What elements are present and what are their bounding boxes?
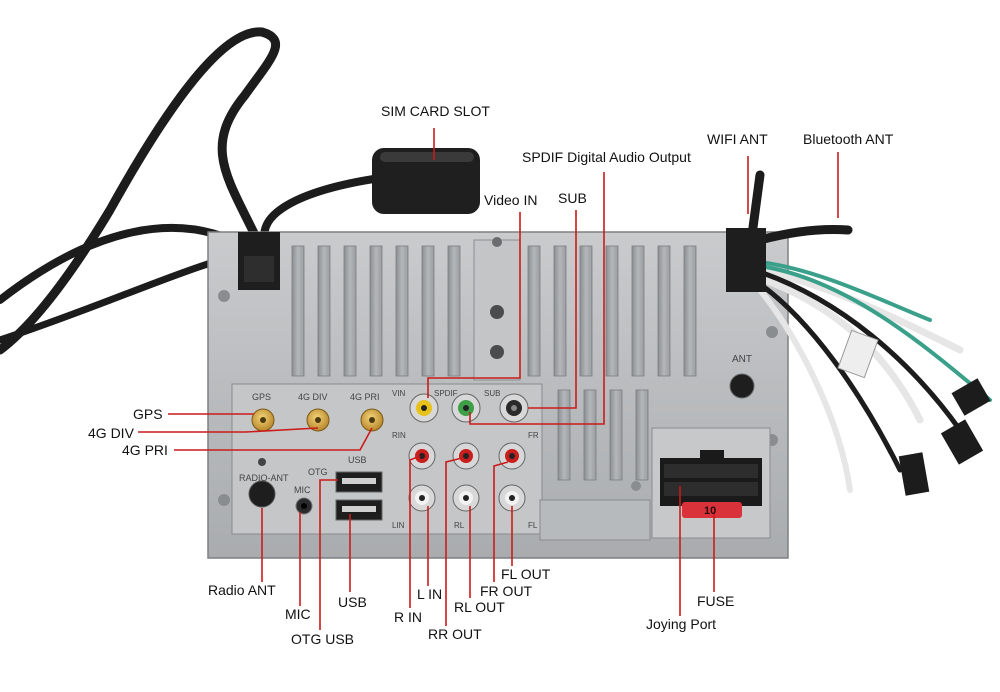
- print-otg: OTG: [308, 467, 328, 477]
- label-gps: GPS: [133, 406, 163, 422]
- label-4g-div: 4G DIV: [88, 425, 134, 441]
- 4g-pri-socket: [360, 408, 384, 432]
- leader-lines: [138, 128, 839, 630]
- label-spdif: SPDIF Digital Audio Output: [522, 149, 691, 165]
- print-4g-pri: 4G PRI: [350, 392, 380, 402]
- label-video-in: Video IN: [484, 192, 538, 208]
- label-l-in: L IN: [417, 586, 443, 602]
- 4g-div-socket: [306, 408, 330, 432]
- print-usb: USB: [348, 455, 367, 465]
- rca-jacks: [408, 393, 529, 512]
- label-radio-ant: Radio ANT: [208, 582, 276, 598]
- label-rl-out: RL OUT: [454, 599, 505, 615]
- wire-plugs-right: [837, 329, 991, 496]
- print-sub: SUB: [484, 389, 501, 398]
- label-fr-out: FR OUT: [480, 583, 533, 599]
- label-usb: USB: [338, 594, 367, 610]
- antenna-clamp-right: [726, 228, 766, 292]
- label-4g-pri: 4G PRI: [122, 442, 168, 458]
- print-spdif: SPDIF: [434, 389, 458, 398]
- otg-usb-socket: [335, 471, 383, 493]
- print-gps: GPS: [252, 392, 272, 402]
- print-radio-ant: RADIO-ANT: [239, 473, 289, 483]
- label-mic: MIC: [285, 606, 311, 622]
- print-fuse-value: 10: [704, 505, 717, 517]
- fuse: [682, 502, 742, 518]
- mic-socket: [295, 497, 313, 515]
- print-ant: ANT: [732, 354, 752, 365]
- label-wifi-ant: WIFI ANT: [707, 131, 768, 147]
- label-bluetooth-ant: Bluetooth ANT: [803, 131, 894, 147]
- label-otg-usb: OTG USB: [291, 631, 355, 647]
- rca-sub: [499, 393, 529, 423]
- antenna-cables-right: [747, 170, 992, 493]
- rca-fr-out: [498, 442, 526, 470]
- print-rl: RL: [454, 521, 465, 530]
- joying-port: [651, 427, 771, 539]
- print-rin: RIN: [392, 431, 406, 440]
- label-r-in: R IN: [394, 609, 422, 625]
- print-vin: VIN: [392, 389, 406, 398]
- rca-r-in: [408, 442, 436, 470]
- sim-card-dongle: [372, 148, 480, 214]
- radio-ant-socket: [248, 458, 276, 508]
- print-mic: MIC: [294, 485, 311, 495]
- label-rr-out: RR OUT: [428, 626, 482, 642]
- rca-l-in: [408, 484, 436, 512]
- rca-video-in: [409, 393, 439, 423]
- print-fl: FL: [528, 521, 538, 530]
- ant-socket-right: [729, 373, 755, 399]
- label-fl-out: FL OUT: [501, 566, 551, 582]
- gps-socket: [251, 408, 275, 432]
- rca-rr-out: [452, 442, 480, 470]
- cable-clamp-left: [238, 232, 280, 290]
- print-4g-div: 4G DIV: [298, 392, 328, 402]
- rca-rl-out: [452, 484, 480, 512]
- usb-socket: [335, 499, 383, 521]
- print-lin: LIN: [392, 521, 405, 530]
- heatsink-fins: [291, 245, 697, 481]
- print-fr: FR: [528, 431, 539, 440]
- label-sub: SUB: [558, 190, 587, 206]
- label-fuse: FUSE: [697, 593, 735, 609]
- label-joying-port: Joying Port: [646, 616, 717, 632]
- label-sim-card-slot: SIM CARD SLOT: [381, 103, 490, 119]
